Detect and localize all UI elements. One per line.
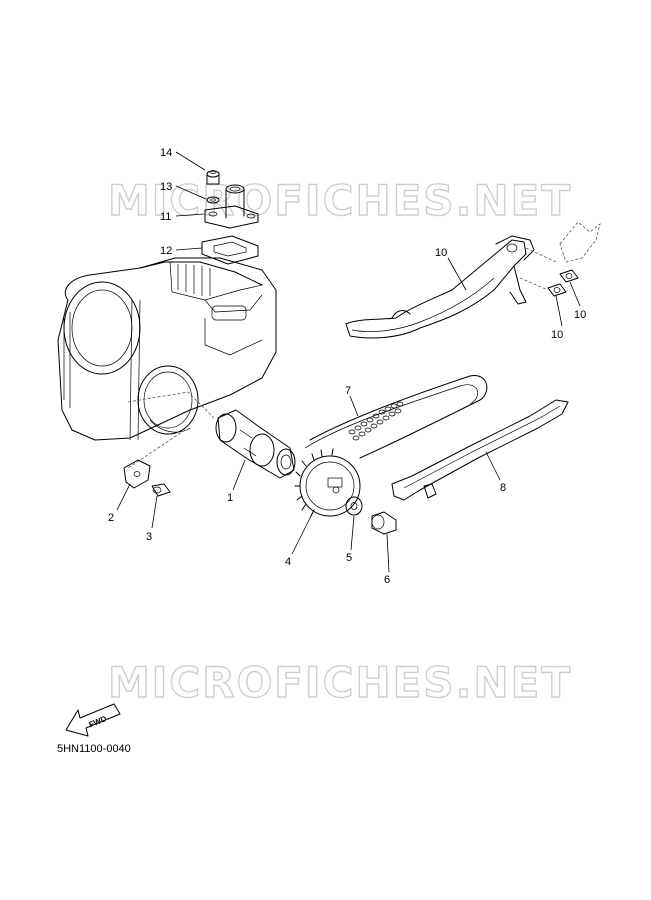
bolt-10-upper: [559, 269, 579, 283]
bolt-6: [371, 511, 397, 535]
tensioner-body: [204, 184, 259, 229]
gasket-12: [201, 235, 259, 265]
plate-2: [123, 459, 151, 489]
chain-guide-8: [391, 399, 569, 501]
callout-13: 13: [160, 181, 172, 193]
callout-14: 14: [160, 147, 172, 159]
callout-5: 5: [346, 552, 352, 564]
callout-9: 10: [435, 247, 447, 259]
washer-13: [206, 196, 220, 204]
callout-11: 11: [160, 211, 171, 223]
bracket-reference: [519, 221, 601, 291]
bolt-14: [206, 170, 220, 185]
callouts: 14 13 11 12 10 10 10 7 8 1 2 3 4 5 6: [108, 147, 586, 586]
bolt-10-lower: [547, 283, 567, 297]
fwd-arrow-icon: FWD: [65, 703, 121, 737]
watermark-top: MICROFICHES.NET: [108, 176, 572, 225]
callout-8: 8: [500, 482, 506, 494]
callout-4: 4: [285, 556, 291, 568]
callout-12: 12: [160, 245, 172, 257]
timing-chain-7: [304, 375, 488, 459]
watermark-bottom: MICROFICHES.NET: [108, 658, 572, 707]
sprocket-4: [294, 448, 361, 517]
callout-10a: 10: [574, 309, 586, 321]
callout-10b: 10: [551, 329, 563, 341]
washer-5: [345, 496, 363, 516]
tensioner-arm-9: [345, 235, 535, 339]
leader-lines: [116, 151, 581, 573]
cylinder-head: [57, 257, 277, 469]
callout-1: 1: [227, 492, 233, 504]
fwd-label: FWD: [88, 714, 108, 729]
callout-3: 3: [146, 531, 152, 543]
callout-7: 7: [345, 385, 351, 397]
callout-2: 2: [108, 512, 114, 524]
callout-6: 6: [384, 574, 390, 586]
camshaft-1: [215, 409, 296, 479]
bolt-3: [151, 483, 171, 497]
drawing-code: 5HN1100-0040: [57, 743, 131, 755]
